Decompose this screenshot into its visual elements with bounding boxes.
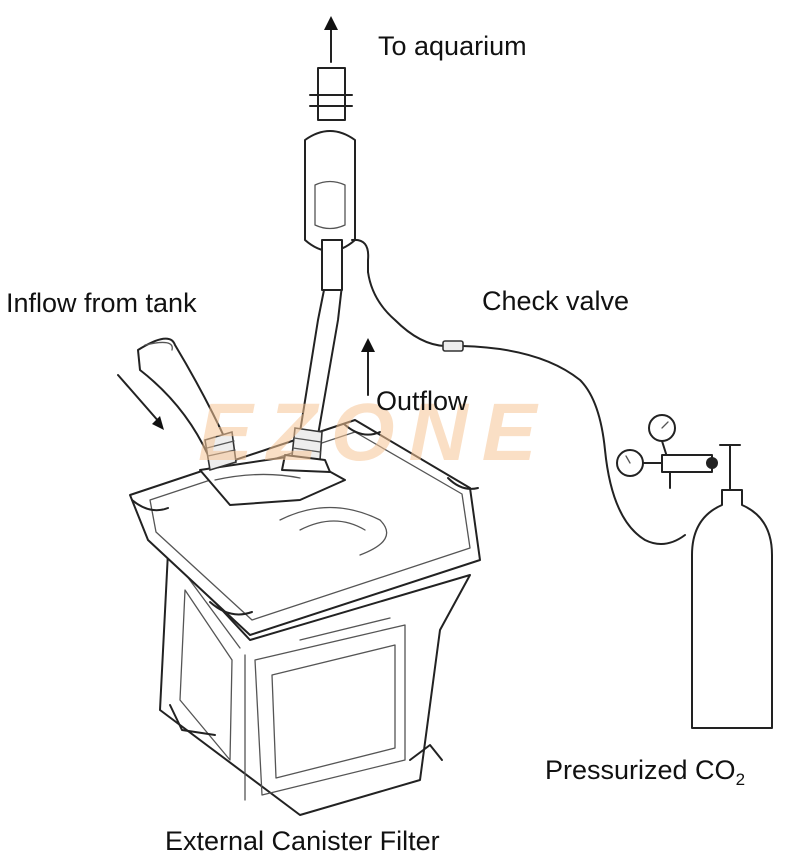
inflow-arrow <box>117 374 164 430</box>
co2-line <box>367 271 686 545</box>
label-co2: Pressurized CO2 <box>545 755 746 789</box>
label-filter: External Canister Filter <box>165 826 440 856</box>
label-outflow: Outflow <box>376 386 468 416</box>
label-to-aquarium: To aquarium <box>378 31 527 61</box>
label-co2-text: Pressurized CO <box>545 755 736 785</box>
label-check-valve: Check valve <box>482 286 630 316</box>
label-inflow: Inflow from tank <box>6 288 197 318</box>
watermark: EZONE <box>198 387 551 478</box>
to-aquarium-arrow <box>324 16 338 63</box>
inflow-hose <box>137 337 237 472</box>
co2-reactor <box>304 67 370 291</box>
co2-regulator <box>616 414 741 491</box>
co2-cylinder <box>691 489 773 729</box>
canister-filter <box>129 419 481 816</box>
label-co2-subscript: 2 <box>735 770 746 789</box>
outflow-arrow <box>361 338 375 396</box>
